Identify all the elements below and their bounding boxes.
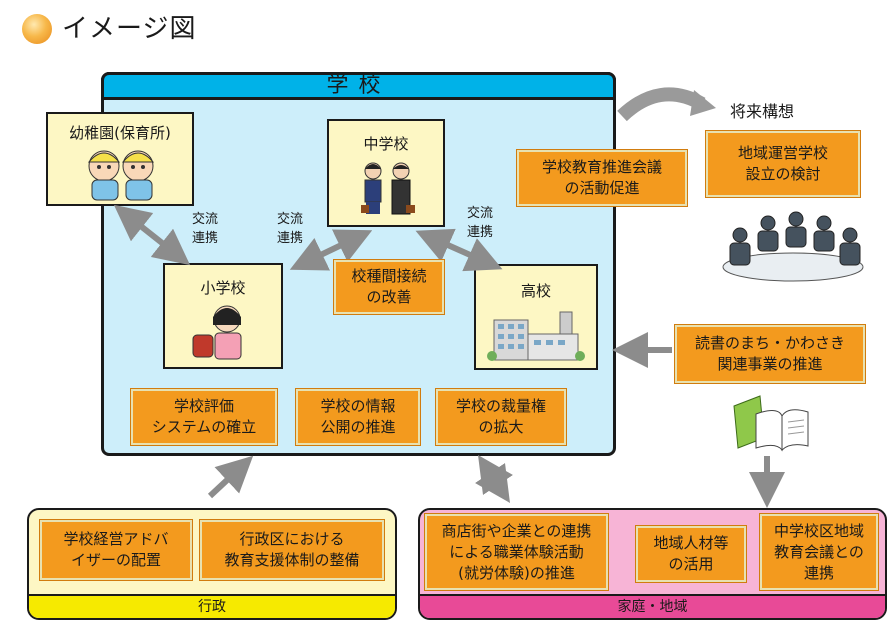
school-discretion-box: 学校の裁量権 の拡大 [436, 389, 566, 445]
curved-arrow-future-icon [617, 87, 706, 122]
arrow-home-school [475, 455, 513, 503]
district-support-box: 行政区における 教育支援体制の整備 [200, 520, 384, 580]
government-label: 行政 [29, 594, 395, 618]
books-illustration [733, 395, 809, 452]
junior-high-box: 中学校 [327, 119, 445, 227]
arrow-junior-high-high-school [415, 228, 503, 272]
reading-city-box: 読書のまち・かわさき 関連事業の推進 [675, 325, 865, 383]
high-school-building-illustration [487, 311, 585, 361]
information-disclosure-box: 学校の情報 公開の推進 [296, 389, 420, 445]
kindergarten-children-illustration [87, 150, 155, 201]
work-experience-box: 商店街や企業との連携 による職業体験活動 (就労体験)の推進 [425, 514, 608, 590]
arrow-government-to-school [207, 455, 254, 499]
elementary-label: 小学校 [200, 279, 246, 297]
future-plan-label: 将来構想 [730, 102, 795, 121]
transition-improvement-box: 校種間接続 の改善 [334, 260, 444, 314]
high-school-box: 高校 [474, 264, 598, 370]
evaluation-system-box: 学校評価 システムの確立 [131, 389, 277, 445]
kindergarten-label: 幼稚園(保育所) [69, 124, 171, 142]
meeting-people-illustration [722, 211, 864, 282]
link-label-left: 交流 連携 [191, 212, 218, 246]
elementary-student-illustration [192, 305, 242, 360]
local-talent-box: 地域人材等 の活用 [636, 526, 746, 582]
arrow-elementary-junior-high [289, 229, 373, 271]
school-header: 学校 [101, 72, 616, 100]
community-school-box: 地域運営学校 設立の検討 [706, 131, 860, 197]
high-school-label: 高校 [520, 282, 551, 300]
junior-high-students-illustration [361, 162, 415, 215]
district-council-box: 中学校区地域 教育会議との 連携 [760, 514, 878, 590]
home-community-label: 家庭・地域 [420, 594, 885, 618]
elementary-box: 小学校 [163, 263, 283, 369]
page-title: イメージ図 [62, 14, 197, 44]
arrow-kindergarten-elementary [113, 204, 191, 266]
title-bullet-icon [22, 14, 52, 44]
kindergarten-box: 幼稚園(保育所) [46, 112, 194, 206]
council-promotion-box: 学校教育推進会議 の活動促進 [517, 150, 687, 206]
junior-high-label: 中学校 [363, 135, 409, 153]
management-advisor-box: 学校経営アドバ イザーの配置 [40, 520, 192, 580]
